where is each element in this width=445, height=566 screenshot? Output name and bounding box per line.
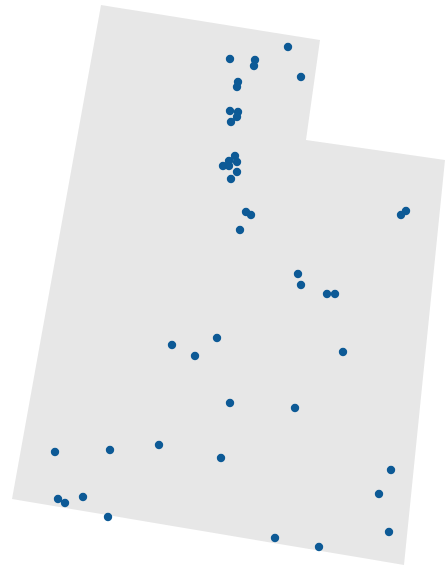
location-point[interactable]	[50, 447, 60, 457]
location-point[interactable]	[374, 489, 384, 499]
location-point[interactable]	[224, 161, 234, 171]
location-point[interactable]	[330, 289, 340, 299]
location-point[interactable]	[296, 72, 306, 82]
location-point[interactable]	[103, 512, 113, 522]
location-point[interactable]	[232, 167, 242, 177]
location-point[interactable]	[386, 465, 396, 475]
location-point[interactable]	[235, 225, 245, 235]
location-point[interactable]	[226, 117, 236, 127]
location-point[interactable]	[105, 445, 115, 455]
location-points	[50, 42, 411, 552]
location-point[interactable]	[167, 340, 177, 350]
location-point[interactable]	[225, 398, 235, 408]
location-point[interactable]	[396, 210, 406, 220]
location-point[interactable]	[53, 494, 63, 504]
location-point[interactable]	[249, 61, 259, 71]
location-point[interactable]	[338, 347, 348, 357]
location-point[interactable]	[296, 280, 306, 290]
location-point[interactable]	[322, 289, 332, 299]
location-point[interactable]	[232, 112, 242, 122]
location-point[interactable]	[216, 453, 226, 463]
location-point[interactable]	[283, 42, 293, 52]
location-point[interactable]	[384, 527, 394, 537]
location-point[interactable]	[190, 351, 200, 361]
location-point[interactable]	[225, 106, 235, 116]
location-point[interactable]	[225, 54, 235, 64]
state-outline	[12, 5, 445, 565]
location-point[interactable]	[232, 157, 242, 167]
location-point[interactable]	[246, 210, 256, 220]
location-point[interactable]	[314, 542, 324, 552]
location-point[interactable]	[293, 269, 303, 279]
location-point[interactable]	[218, 161, 228, 171]
location-point[interactable]	[60, 498, 70, 508]
location-point[interactable]	[290, 403, 300, 413]
location-point[interactable]	[232, 82, 242, 92]
location-point[interactable]	[154, 440, 164, 450]
location-point[interactable]	[270, 533, 280, 543]
location-point[interactable]	[226, 174, 236, 184]
location-point[interactable]	[78, 492, 88, 502]
location-point[interactable]	[212, 333, 222, 343]
